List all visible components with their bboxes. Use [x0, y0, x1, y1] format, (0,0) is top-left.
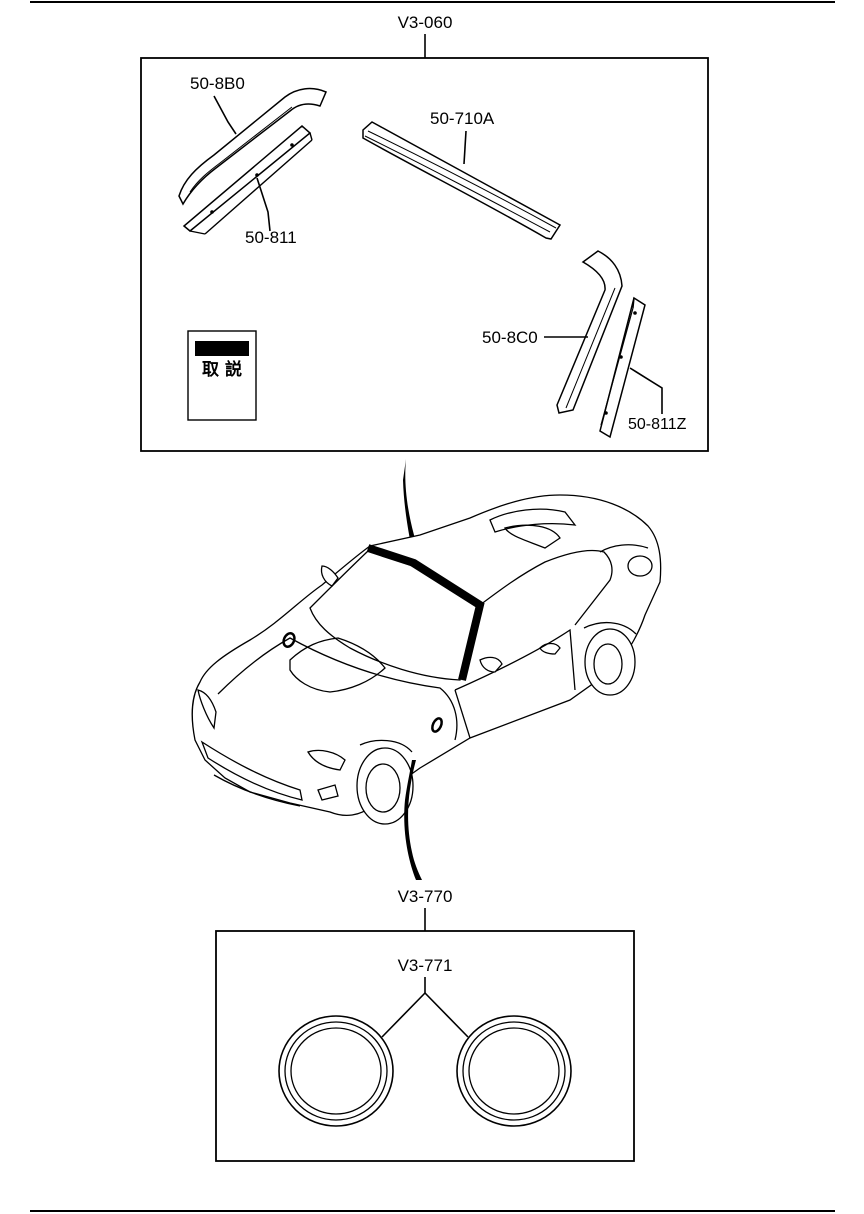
car-illustration [191, 494, 662, 825]
part-8b0-leader [213, 95, 237, 135]
connector-bottom [404, 760, 422, 880]
part-771-leader-right [424, 992, 469, 1038]
part-710a-leader [463, 130, 467, 165]
kit-top-box [140, 57, 709, 452]
part-8b0-label: 50-8B0 [190, 74, 245, 93]
part-8c0-label: 50-8C0 [482, 328, 538, 347]
manual-label: 取 説 [202, 359, 242, 380]
kit-bottom-label: V3-770 [398, 887, 453, 906]
part-811-label: 50-811 [245, 228, 297, 247]
part-710a-label: 50-710A [430, 109, 495, 128]
trim-ring-right[interactable] [456, 1015, 572, 1127]
part-50-811z[interactable] [599, 296, 646, 439]
kit-top-label: V3-060 [398, 13, 453, 32]
part-771-label: V3-771 [398, 956, 453, 975]
part-50-710a[interactable] [362, 121, 562, 240]
part-50-8b0[interactable] [178, 87, 327, 206]
part-50-811[interactable] [182, 125, 313, 235]
part-771-leader-left [381, 992, 426, 1038]
part-811-leader [256, 177, 271, 232]
part-50-8c0[interactable] [556, 250, 623, 414]
part-811z-leader [629, 367, 663, 414]
kit-bottom-box [215, 930, 635, 1162]
trim-ring-left[interactable] [278, 1015, 394, 1127]
part-811z-label: 50-811Z [628, 416, 687, 433]
manual-booklet-icon[interactable]: 取 説 [187, 330, 257, 421]
